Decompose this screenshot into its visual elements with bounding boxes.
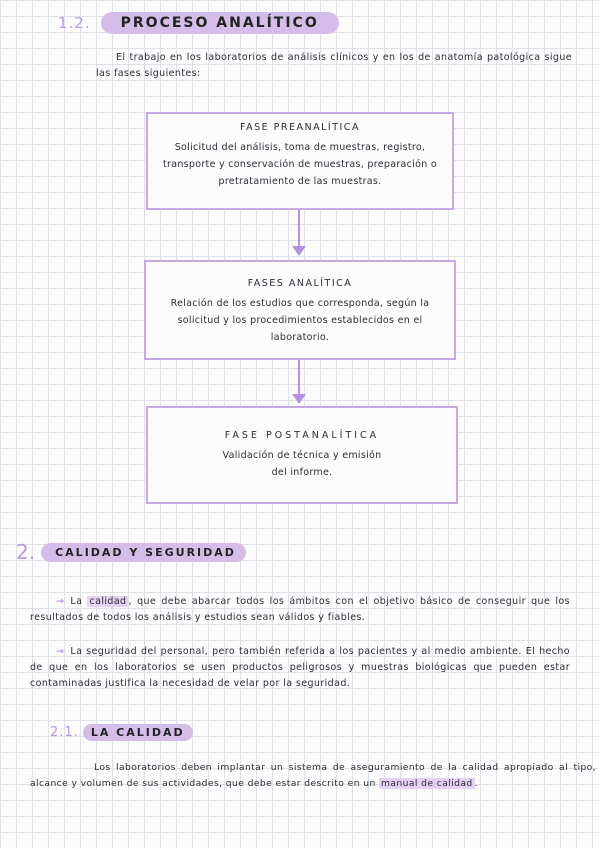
phase-title: Fases analítica: [247, 278, 353, 289]
safety-paragraph: →La seguridad del personal, pero también…: [30, 644, 570, 692]
section-2-heading: 2. Calidad y seguridad: [16, 540, 246, 564]
phase-title: Fase postanalítica: [224, 430, 380, 441]
section-title: Calidad y seguridad: [41, 542, 246, 562]
quality-manual-highlight: manual de calidad: [379, 778, 475, 789]
section-title: La calidad: [82, 724, 193, 741]
section-1-2-heading: 1.2. Proceso analítico: [58, 12, 339, 34]
safety-text: La seguridad del personal, pero también …: [30, 646, 570, 689]
arrow-right-icon: →: [56, 596, 65, 607]
section-number: 2.1.: [50, 725, 79, 740]
quality-post: , que debe abarcar todos los ámbitos con…: [30, 596, 570, 623]
flow-arrow-head: [292, 246, 306, 256]
phase-title: Fase preanalítica: [240, 122, 360, 133]
phase-box-postanalytic: Fase postanalítica Validación de técnica…: [146, 406, 458, 504]
quality-system-post: .: [474, 778, 478, 789]
arrow-right-icon: →: [56, 646, 65, 657]
flow-arrow-line: [298, 360, 300, 398]
flow-arrow-head: [292, 394, 306, 404]
phase-box-preanalytic: Fase preanalítica Solicitud del análisis…: [146, 112, 454, 210]
section-number: 2.: [16, 540, 36, 564]
phase-text: Validación de técnica y emisión del info…: [222, 450, 382, 478]
flow-arrow-line: [298, 210, 300, 250]
quality-pre: La: [70, 596, 83, 607]
quality-system-paragraph: Los laboratorios deben implantar un sist…: [30, 760, 596, 792]
phase-text: Solicitud del análisis, toma de muestras…: [162, 142, 437, 187]
section-title: Proceso analítico: [100, 12, 339, 34]
intro-paragraph: El trabajo en los laboratorios de anális…: [96, 52, 572, 79]
quality-highlight: calidad: [87, 596, 129, 607]
section-2-1-heading: 2.1. La calidad: [50, 724, 193, 741]
phase-box-analytic: Fases analítica Relación de los estudios…: [144, 260, 456, 360]
section-number: 1.2.: [58, 14, 91, 32]
quality-paragraph: → La calidad, que debe abarcar todos los …: [30, 594, 570, 626]
phase-text: Relación de los estudios que corresponda…: [170, 298, 430, 343]
quality-system-pre: Los laboratorios deben implantar un sist…: [30, 762, 596, 789]
